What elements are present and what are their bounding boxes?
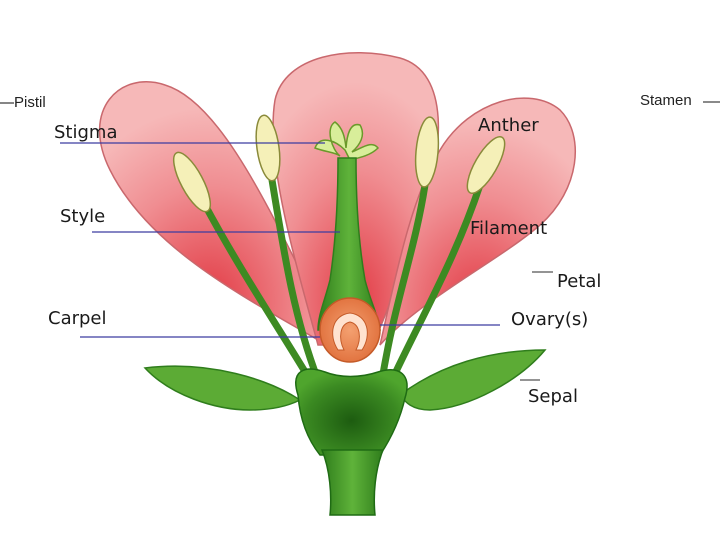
ovary-shape [319,297,381,363]
petal-right [379,97,577,346]
label-pistil: Pistil [14,94,46,111]
ovule-shape [332,312,368,351]
sepal-right [398,349,547,411]
receptacle-shape [295,368,408,456]
stigma-shape [314,121,379,161]
label-ovary: Ovary(s) [511,309,589,330]
peduncle-shape [320,449,385,516]
stamens [172,114,506,384]
label-filament: Filament [470,218,548,239]
filament-4 [388,181,484,384]
stem [295,368,408,516]
label-style: Style [60,206,106,227]
leader-lines [0,101,720,381]
anther-4 [466,135,506,195]
anther-2 [255,114,281,182]
filament-3 [378,181,429,384]
label-petal: Petal [557,271,602,292]
label-carpel: Carpel [48,308,107,329]
label-sepal: Sepal [528,386,578,407]
label-stigma: Stigma [54,122,118,143]
label-anther: Anther [478,115,539,136]
anther-1 [172,151,212,213]
anther-3 [414,116,440,188]
sepal-left [143,365,302,411]
label-stamen: Stamen [640,92,692,109]
filament-2 [268,176,322,384]
pistil [314,121,381,363]
filament-1 [201,201,314,384]
sepals [143,349,547,411]
